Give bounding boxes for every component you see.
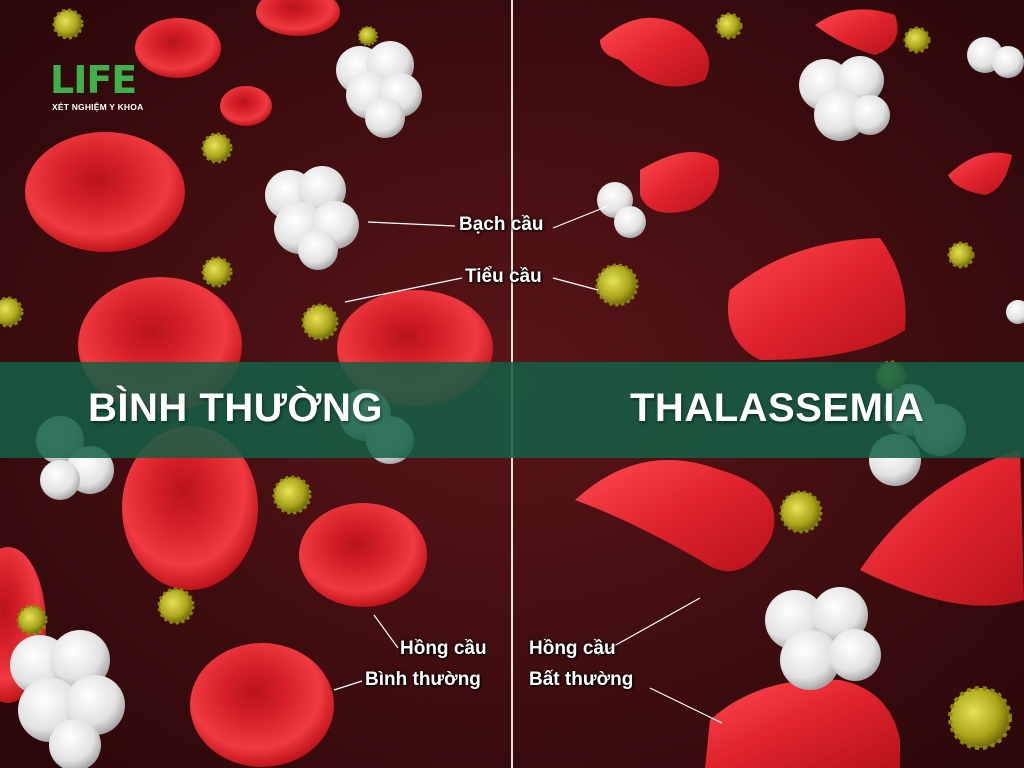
thalassemia-title: THALASSEMIA xyxy=(630,386,925,430)
abnormal-red-cell-label-2: Bất thường xyxy=(529,669,634,690)
abnormal-red-cell-label-1: Hồng cầu xyxy=(529,638,616,659)
left-platelets xyxy=(0,8,378,636)
normal-red-cell-label-2: Bình thường xyxy=(365,669,481,690)
logo-text: LIFE xyxy=(50,58,137,102)
right-red-cells xyxy=(575,9,1024,768)
logo-subtitle: XÉT NGHIỆM Y KHOA xyxy=(52,102,144,112)
white-cell-label: Bạch cầu xyxy=(459,214,544,235)
normal-title: BÌNH THƯỜNG xyxy=(88,386,384,430)
leader-lines xyxy=(333,205,723,724)
life-logo: LIFE XÉT NGHIỆM Y KHOA xyxy=(50,60,150,118)
right-platelets xyxy=(595,12,1012,750)
title-band xyxy=(0,362,1024,458)
normal-red-cell-label-1: Hồng cầu xyxy=(400,638,487,659)
platelet-label: Tiểu cầu xyxy=(465,266,542,287)
